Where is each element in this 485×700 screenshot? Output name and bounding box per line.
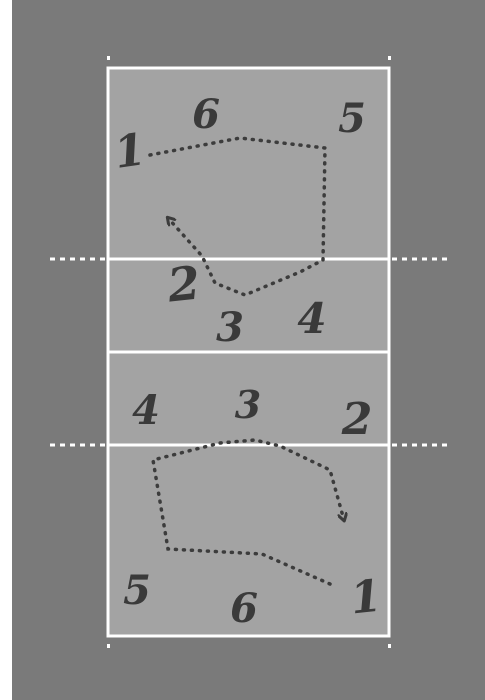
service-mark-bottom-left <box>107 644 110 648</box>
top-position-3: 3 <box>216 304 244 351</box>
bottom-position-5: 5 <box>123 567 151 614</box>
bottom-position-1: 1 <box>348 571 384 625</box>
bottom-position-3: 3 <box>235 382 261 427</box>
top-position-4: 4 <box>297 294 326 343</box>
bottom-position-4: 4 <box>132 387 160 434</box>
top-position-2: 2 <box>164 255 202 312</box>
top-position-5: 5 <box>338 95 366 142</box>
top-rotation-path <box>148 136 327 297</box>
service-mark-top-right <box>388 56 391 60</box>
top-position-6: 6 <box>192 91 220 138</box>
bottom-rotation-path <box>151 438 344 586</box>
service-mark-top-left <box>107 56 110 60</box>
bottom-position-6: 6 <box>230 585 258 632</box>
service-mark-bottom-right <box>388 644 391 648</box>
bottom-position-2: 2 <box>341 394 373 445</box>
top-position-1: 1 <box>111 124 148 179</box>
